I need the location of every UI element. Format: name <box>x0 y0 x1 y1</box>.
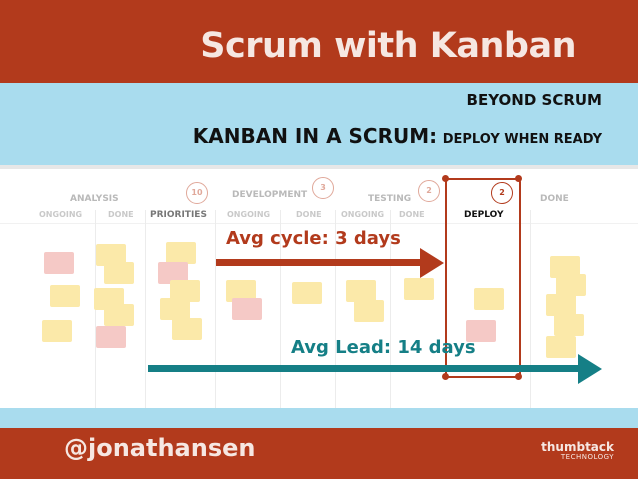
sticky-note <box>466 320 496 342</box>
cycle-arrow-head <box>420 248 444 278</box>
sticky-note <box>166 242 196 264</box>
footer-band <box>0 428 638 479</box>
corner-dot <box>515 175 522 182</box>
thumbtack-logo: thumbtack TECHNOLOGY <box>541 441 614 461</box>
sticky-note <box>158 262 188 284</box>
column-header-deploy: DEPLOY <box>464 210 504 220</box>
sticky-note <box>44 252 74 274</box>
sticky-note <box>474 288 504 310</box>
board-header-line <box>0 223 638 224</box>
subcolumn-analysis-ongoing: ONGOING <box>39 210 83 219</box>
sticky-note <box>354 300 384 322</box>
column-divider <box>530 210 531 410</box>
sticky-note <box>550 256 580 278</box>
lead-arrow-head <box>578 354 602 384</box>
corner-dot <box>442 175 449 182</box>
subcolumn-development-done: DONE <box>296 210 322 219</box>
subcolumn-testing-ongoing: ONGOING <box>341 210 385 219</box>
title-band <box>0 0 638 83</box>
column-divider <box>215 210 216 410</box>
subcolumn-development-ongoing: ONGOING <box>227 210 271 219</box>
deploy-highlight-box <box>445 178 521 378</box>
logo-name: thumbtack <box>541 440 614 454</box>
sticky-note <box>172 318 202 340</box>
column-divider <box>335 210 336 410</box>
corner-dot <box>442 373 449 380</box>
column-header-priorities: PRIORITIES <box>150 210 207 220</box>
sticky-note <box>104 262 134 284</box>
slide-title: Scrum with Kanban <box>200 26 576 66</box>
column-header-development: DEVELOPMENT <box>232 190 308 200</box>
divider <box>0 165 638 169</box>
column-divider <box>280 210 281 410</box>
lead-time-label: Avg Lead: 14 days <box>291 337 476 358</box>
sticky-note <box>556 274 586 296</box>
sticky-note <box>554 314 584 336</box>
sticky-note <box>346 280 376 302</box>
lead-time-arrow <box>148 365 580 372</box>
headline: KANBAN IN A SCRUM: DEPLOY WHEN READY <box>193 124 602 148</box>
headline-main: KANBAN IN A SCRUM: <box>192 124 438 148</box>
footer-stripe <box>0 408 638 428</box>
column-header-analysis: ANALYSIS <box>70 194 119 204</box>
subcolumn-testing-done: DONE <box>399 210 425 219</box>
sticky-note <box>546 294 576 316</box>
sticky-note <box>292 282 322 304</box>
subcolumn-analysis-done: DONE <box>108 210 134 219</box>
sticky-note <box>226 280 256 302</box>
sticky-note <box>546 336 576 358</box>
corner-dot <box>515 373 522 380</box>
cycle-time-label: Avg cycle: 3 days <box>226 228 401 249</box>
headline-sub: DEPLOY WHEN READY <box>442 132 602 147</box>
column-divider <box>145 210 146 410</box>
sticky-note <box>104 304 134 326</box>
column-divider <box>390 210 391 410</box>
sticky-note <box>50 285 80 307</box>
sticky-note <box>96 326 126 348</box>
sticky-note <box>404 278 434 300</box>
twitter-handle: @jonathansen <box>64 434 256 462</box>
wip-limit-testing: 2 <box>418 180 440 202</box>
wip-limit-development: 3 <box>312 177 334 199</box>
column-header-done: DONE <box>540 194 569 204</box>
sticky-note <box>42 320 72 342</box>
sticky-note <box>232 298 262 320</box>
logo-tagline: TECHNOLOGY <box>560 453 614 461</box>
wip-limit-deploy: 2 <box>491 182 513 204</box>
kanban-board: ANALYSIS ONGOING DONE 10 PRIORITIES DEVE… <box>0 170 638 410</box>
column-header-testing: TESTING <box>368 194 412 204</box>
subtitle-band <box>0 83 638 165</box>
column-divider <box>95 210 96 410</box>
kicker: BEYOND SCRUM <box>466 91 602 109</box>
sticky-note <box>170 280 200 302</box>
cycle-time-arrow <box>216 259 422 266</box>
wip-limit-priorities: 10 <box>186 182 208 204</box>
sticky-note <box>160 298 190 320</box>
sticky-note <box>96 244 126 266</box>
